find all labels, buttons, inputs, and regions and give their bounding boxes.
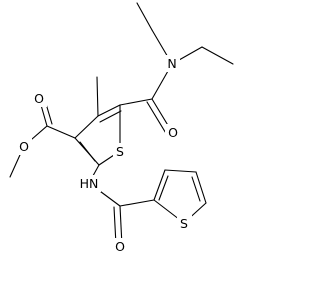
bonds: [9, 2, 234, 247]
atom-acyl-oxygen: O: [115, 239, 125, 254]
bond-c3-ester-c: [46, 125, 76, 139]
bond-amide-c-o-2: [146, 101, 168, 136]
bond-th-c2-c3-1: [153, 169, 166, 201]
atom-ester-ether-oxygen: O: [19, 139, 29, 154]
atom-ester-carbonyl-oxygen: O: [34, 91, 44, 106]
bond-c4-c5-2: [99, 110, 122, 123]
bond-c5-amide-c: [119, 98, 153, 106]
bond-ethyl2-ch3: [201, 46, 234, 65]
atom-ring-sulfur: S: [116, 144, 124, 159]
bond-c2-c3-2: [79, 141, 96, 162]
bond-th-c3-c4: [164, 169, 197, 173]
bond-th-c4-c5-2: [191, 176, 201, 202]
bond-c3-c4: [74, 115, 99, 139]
bond-th-c4-c5-1: [195, 171, 207, 204]
bond-acyl-c-thienyl: [119, 199, 155, 207]
atom-thienyl-sulfur: S: [180, 216, 188, 231]
bond-ethyl1-ch3: [136, 2, 153, 31]
atom-labels: N O S O O HN O S: [16, 55, 192, 255]
bond-c4-c5-1: [97, 104, 121, 117]
atom-amide-nitrogen: N: [167, 56, 176, 71]
bond-th-c2-c3-2: [158, 175, 169, 201]
chemical-structure: N O S O O HN O S: [9, 2, 234, 255]
bond-c4-methyl: [96, 76, 99, 117]
atom-amide-nh: HN: [80, 176, 99, 191]
atom-amide-oxygen: O: [168, 125, 178, 140]
